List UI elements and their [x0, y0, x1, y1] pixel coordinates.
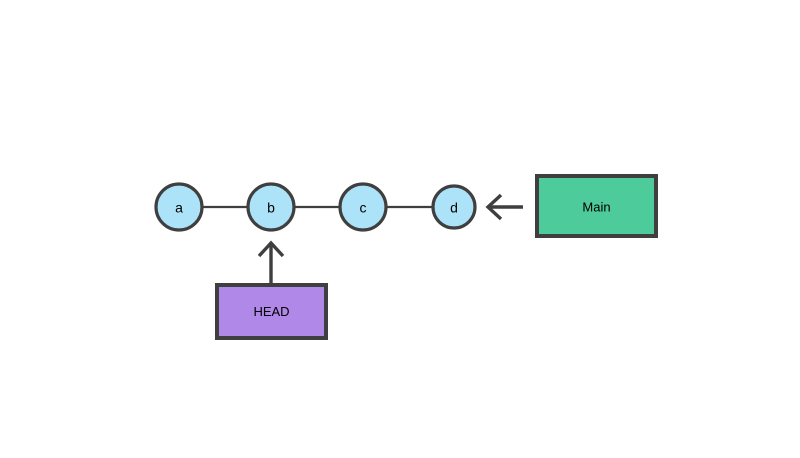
head-box-rect[interactable] — [215, 283, 328, 340]
commit-label-b: b — [267, 200, 275, 216]
commit-circle-b[interactable] — [246, 182, 296, 232]
ref-box-main[interactable]: Main — [535, 174, 658, 238]
commit-node-c[interactable]: c — [338, 182, 388, 232]
commit-label-d: d — [450, 200, 458, 216]
main-ref-arrow-icon — [485, 193, 523, 221]
head-arrow-head — [257, 240, 285, 258]
head-box-label: HEAD — [253, 304, 289, 319]
commit-circle-c[interactable] — [338, 182, 388, 232]
head-ref-arrow-icon — [257, 240, 285, 285]
commit-circle-d[interactable] — [431, 184, 477, 230]
main-box-rect[interactable] — [535, 174, 658, 238]
commit-circle-a[interactable] — [154, 182, 204, 232]
commit-label-c: c — [360, 200, 367, 216]
commit-node-b[interactable]: b — [246, 182, 296, 232]
commit-node-d[interactable]: d — [431, 184, 477, 230]
commit-label-a: a — [175, 200, 183, 216]
main-box-label: Main — [582, 200, 610, 215]
commit-node-a[interactable]: a — [154, 182, 204, 232]
main-arrow-head — [485, 193, 503, 221]
ref-box-head[interactable]: HEAD — [215, 283, 328, 340]
